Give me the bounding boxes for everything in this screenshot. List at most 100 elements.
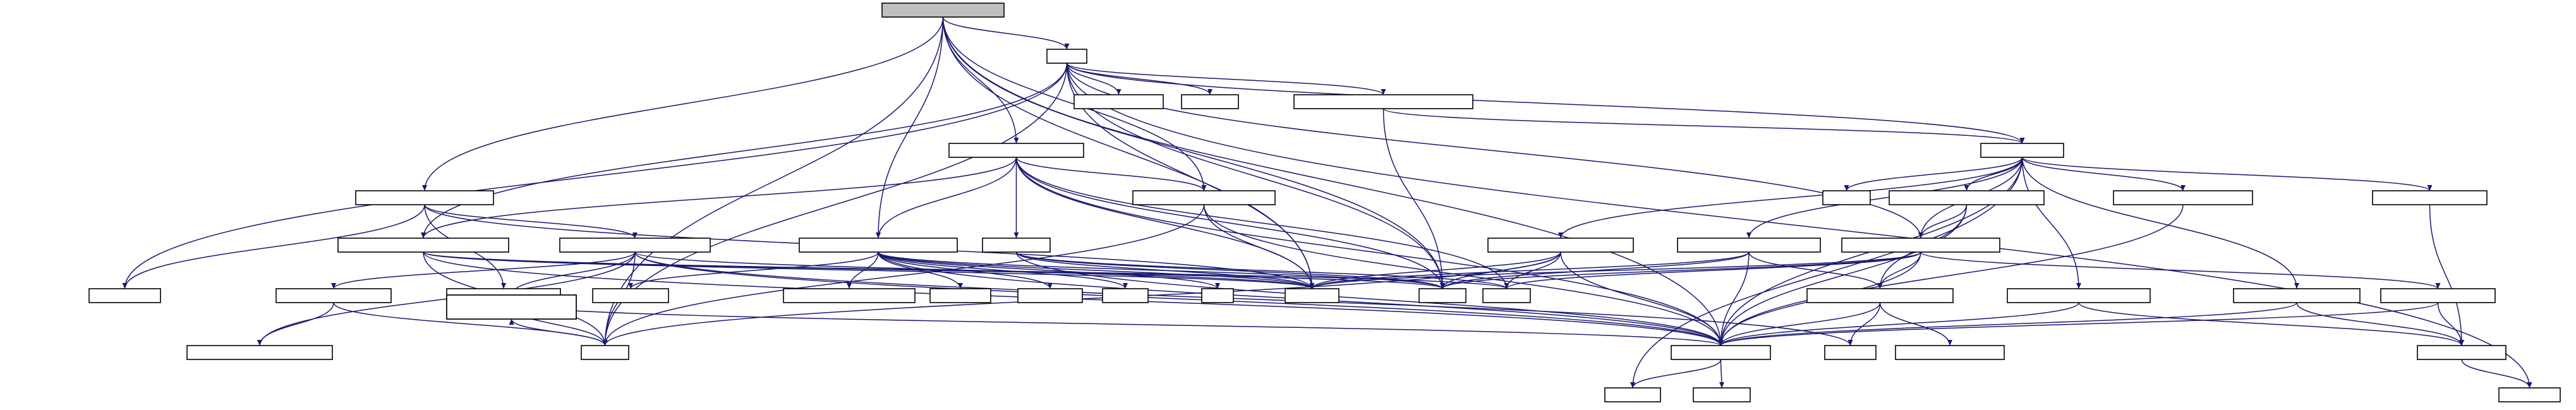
node-box [559,238,711,253]
node-n_q[interactable] [2225,288,2369,303]
node-label [1872,193,2061,202]
node-n_j[interactable] [246,288,421,303]
node-hub_c[interactable] [2365,190,2494,205]
node-hub[interactable] [1976,143,2067,158]
edge-bot_c-to-e13 [2461,359,2531,389]
node-label [1016,291,1084,300]
edge-n_k-to-bot_a [511,318,606,346]
edge-arrowhead [1381,89,1386,95]
edge-hub_c-to-bot_c [2429,204,2462,346]
node-n_n[interactable] [1635,238,1863,253]
edge-n_a-to-n_a2 [1066,63,1211,95]
node-e4[interactable] [758,288,940,303]
node-n_a2[interactable] [1180,94,1240,109]
node-e11[interactable] [1604,387,1661,402]
node-e3[interactable] [521,288,741,303]
node-e8[interactable] [1201,288,1234,303]
edge-n_c-to-n_g [424,204,636,239]
node-label [1210,291,1225,300]
edge-root-to-n_d [942,16,1205,191]
node-label [1090,193,1317,202]
node-n_g[interactable] [480,238,790,253]
node-label [1424,291,1461,300]
node-label [871,6,1015,15]
edge-arrowhead [1201,185,1207,191]
node-m2[interactable] [1418,288,1466,303]
node-n_a3[interactable] [1292,94,1474,109]
node-e1[interactable] [88,288,161,303]
edge-n_r-to-bot_b [1720,302,2439,346]
edge-n_b-to-bot_b [1015,157,1722,346]
node-e12[interactable] [1693,387,1751,402]
edge-n_i-to-bot_b [503,302,1722,346]
edge-arrowhead [257,340,262,346]
edge-n_b-to-m2 [1015,157,1443,289]
edge-n_f-to-m1 [423,251,1313,289]
edge-arrowhead [509,319,514,325]
node-box [2372,190,2488,205]
edge-arrowhead [1918,232,1923,238]
node-hub_x[interactable] [1822,190,1871,205]
node-root[interactable] [871,3,1015,18]
node-label [521,291,741,300]
node-n_l[interactable] [1454,238,1667,253]
edge-arrowhead [2076,283,2081,289]
node-n_c[interactable] [303,190,546,205]
edge-n_e-to-e7 [878,251,1126,289]
node-label [1180,97,1240,106]
edge-root-to-n_b [942,16,1017,144]
node-n_f[interactable] [294,238,552,253]
node-n_p[interactable] [2003,288,2155,303]
edge-arrowhead [1746,232,1751,238]
edge-n_a3-to-hub [1382,108,2023,144]
node-m1[interactable] [1285,288,1339,303]
node-n_h[interactable] [978,238,1054,253]
node-n_b[interactable] [906,143,1126,158]
node-n_m[interactable] [1758,238,2084,253]
node-n_k2[interactable] [446,294,577,320]
node-label [1292,97,1474,106]
edge-n_e-to-e8 [878,251,1218,289]
node-box [1046,49,1087,64]
node-e13[interactable] [2498,387,2561,402]
node-n_e[interactable] [734,238,1022,253]
node-n_r[interactable] [2305,288,2570,303]
edge-n_g-to-n_k [511,251,636,296]
node-e10[interactable] [1893,345,2007,360]
node-bot_b[interactable] [1664,345,1777,360]
node-label [582,348,627,357]
edge-arrowhead [632,232,638,238]
edge-n_l-to-m1 [1311,251,1561,289]
edge-arrowhead [331,283,336,289]
edge-arrowhead [1630,382,1635,388]
node-n_d[interactable] [1090,190,1317,205]
edge-n_n-to-n_o [1748,251,1881,289]
node-e6[interactable] [1016,288,1084,303]
node-n_a1[interactable] [1069,94,1168,109]
node-box [1841,238,2000,253]
node-bot_a[interactable] [581,345,629,360]
node-n_a[interactable] [1044,49,1089,64]
node-m3[interactable] [1482,288,1531,303]
edge-n_m-to-n_r [1920,251,2439,289]
node-n_o[interactable] [1755,288,2005,303]
node-label [480,241,790,250]
node-label [1069,97,1168,106]
node-hub_a[interactable] [1872,190,2061,205]
node-hub_b[interactable] [2103,190,2263,205]
edge-arrowhead [1048,283,1053,289]
node-box [1889,190,2045,205]
edge-n_b-to-n_d [1015,157,1205,191]
edge-arrowhead [1504,283,1509,289]
node-box [2380,288,2496,303]
node-e5[interactable] [926,288,995,303]
edge-arrowhead [958,283,963,289]
node-box [881,3,1005,18]
node-e7[interactable] [1102,288,1149,303]
node-e9[interactable] [1823,345,1877,360]
node-e2[interactable] [186,345,333,360]
edge-arrowhead [1964,185,1969,191]
node-bot_c[interactable] [2416,345,2507,360]
edge-arrowhead [1947,340,1952,346]
node-label [303,193,546,202]
